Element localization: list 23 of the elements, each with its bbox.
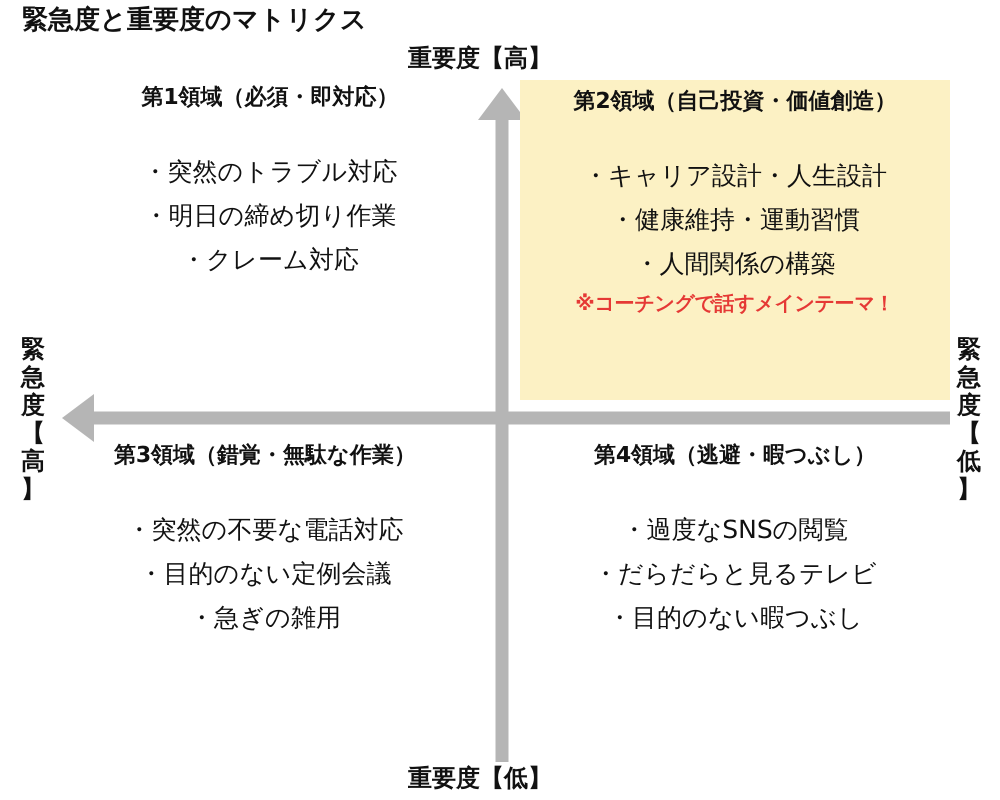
axis-label: 緊急度【高】 [19,335,46,503]
list-item: ・だらだらと見るテレビ [593,558,877,590]
list-item: ・過度なSNSの閲覧 [621,514,849,546]
quadrant-heading: 第3領域（錯覚・無駄な作業） [112,442,418,470]
note-text: ※コーチングで話すメインテーマ！ [575,290,895,317]
list-item: ・キャリア設計・人生設計 [583,160,887,192]
list-item: ・健康維持・運動習慣 [610,204,860,236]
list-item: ・突然の不要な電話対応 [126,514,404,546]
axis-label: 緊急度【低】 [955,335,982,503]
diagram-title: 緊急度と重要度のマトリクス [22,4,367,37]
list-item: ・急ぎの雑用 [189,602,341,634]
list-item: ・目的のない暇つぶし [607,602,863,634]
list-item: ・目的のない定例会議 [138,558,392,590]
quadrant-heading: 第4領域（逃避・暇つぶし） [592,442,878,470]
quadrant-heading: 第2領域（自己投資・価値創造） [572,88,898,116]
list-item: ・明日の締め切り作業 [144,200,396,232]
list-item: ・クレーム対応 [181,244,359,276]
highlight-panel [520,80,950,400]
list-item: ・突然のトラブル対応 [142,156,398,188]
quadrant-heading: 第1領域（必須・即対応） [140,84,400,112]
list-item: ・人間関係の構築 [634,248,836,280]
axis-label: 重要度【高】 [408,43,552,74]
axis-label: 重要度【低】 [408,763,552,794]
